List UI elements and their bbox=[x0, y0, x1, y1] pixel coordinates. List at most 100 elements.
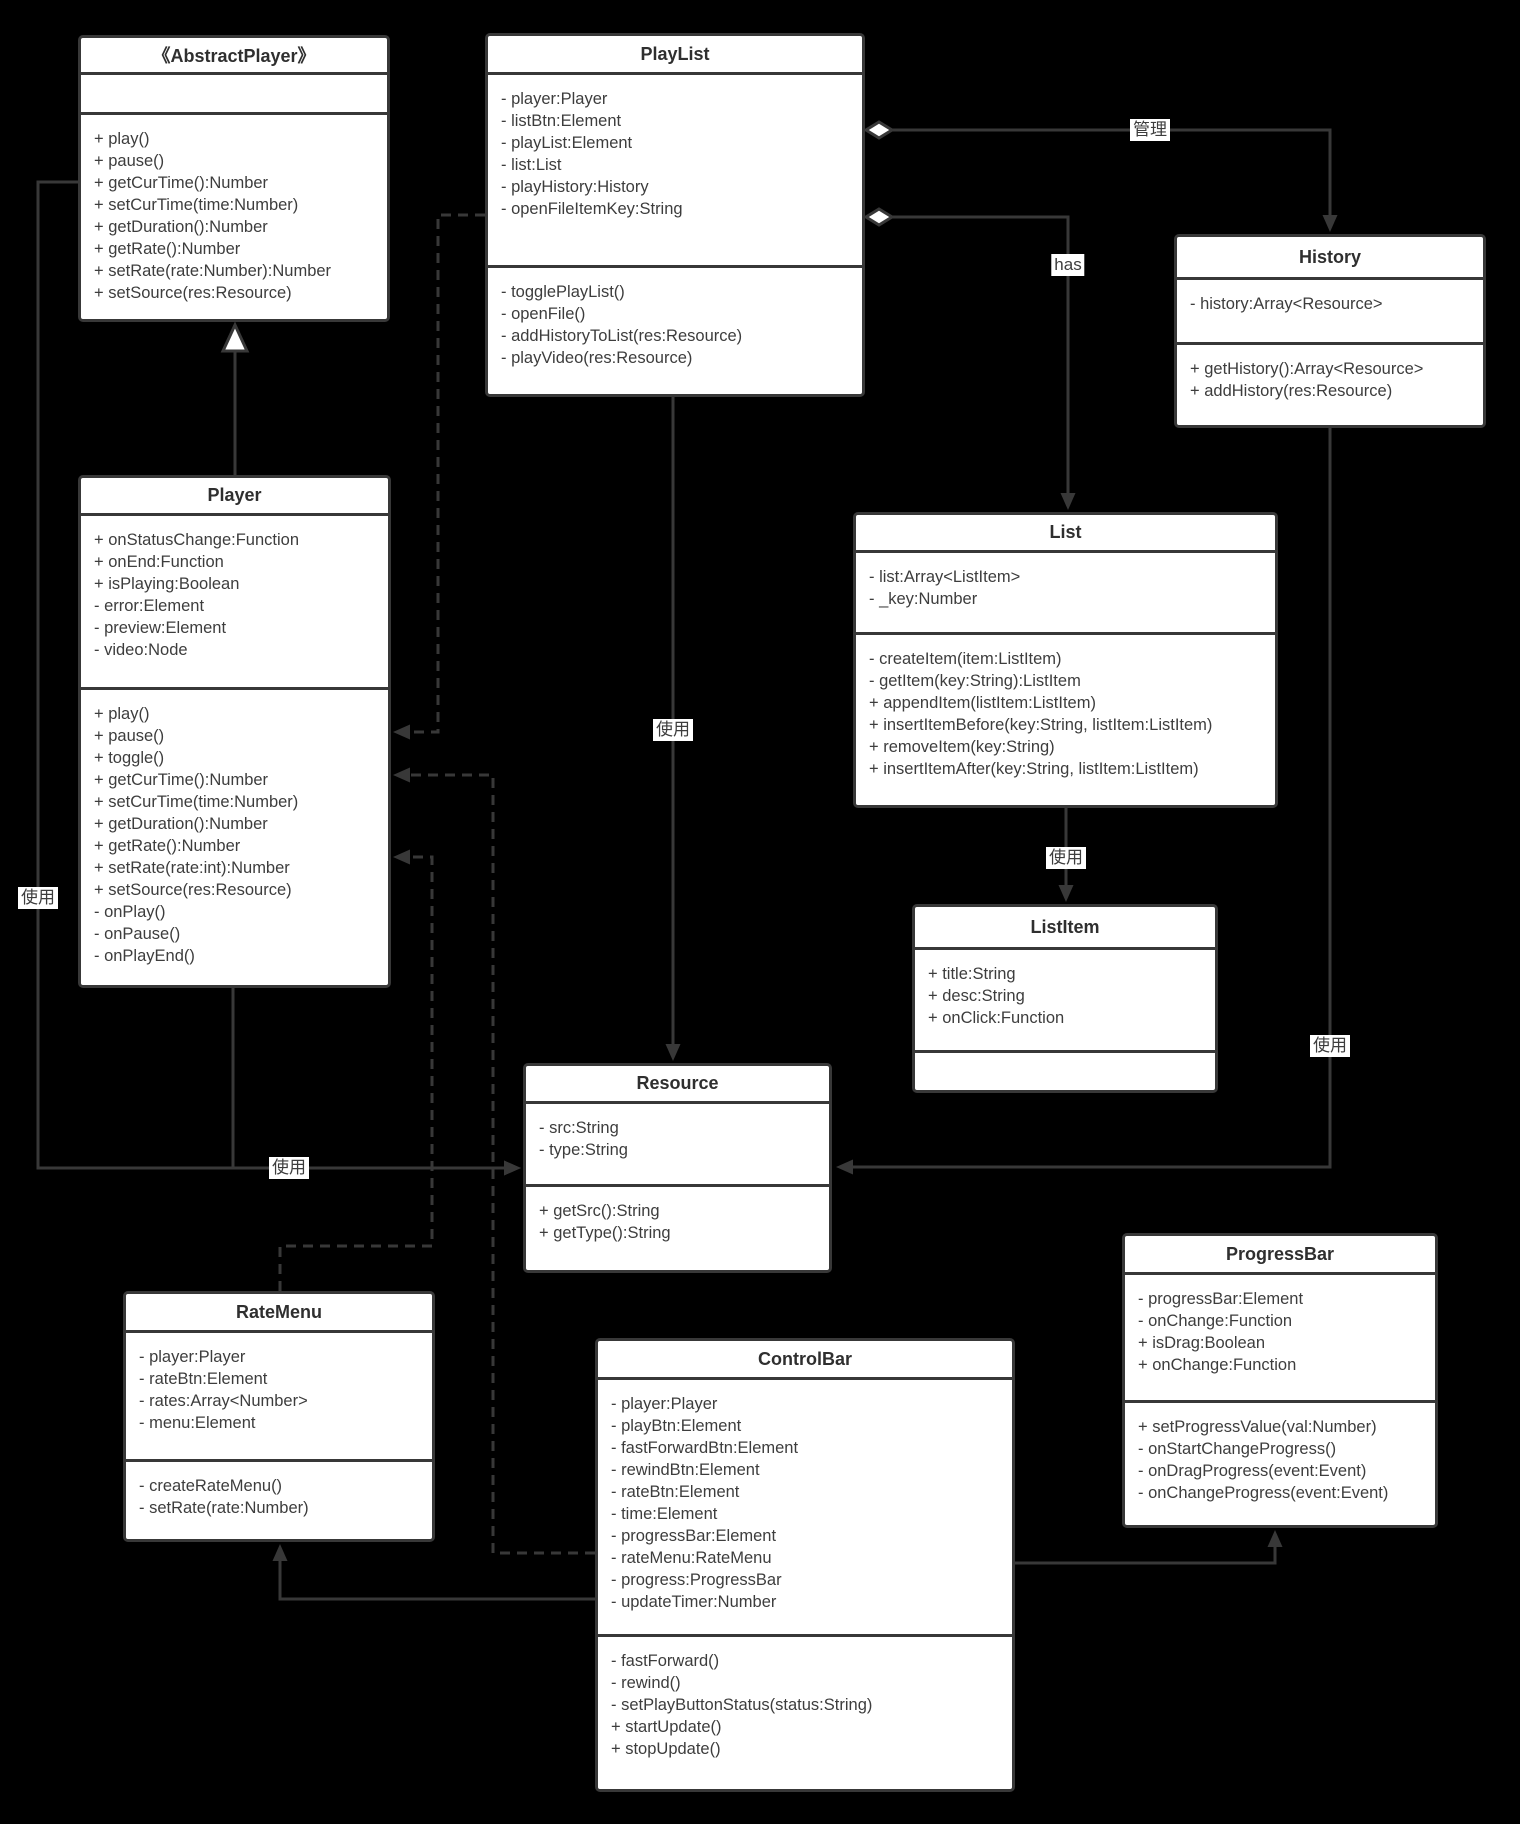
method-row: + getDuration():Number bbox=[94, 815, 268, 833]
method-section-list: - createItem(item:ListItem) - getItem(key… bbox=[856, 632, 1275, 796]
edge-label-history-uses-resource: 使用 bbox=[1310, 1035, 1350, 1057]
attribute-row: - player:Player bbox=[611, 1395, 718, 1413]
class-abstract-player[interactable]: 《AbstractPlayer》 + play() + pause() + getCu… bbox=[78, 35, 390, 322]
method-row: - onChangeProgress(event:Event) bbox=[1138, 1484, 1389, 1502]
attribute-row: - time:Element bbox=[611, 1505, 718, 1523]
attribute-row: - player:Player bbox=[501, 90, 608, 108]
class-ratemenu[interactable]: RateMenu- player:Player- rateBtn:Element… bbox=[123, 1291, 435, 1542]
class-list[interactable]: List- list:Array<ListItem>- _key:Number-… bbox=[853, 512, 1278, 808]
class-title-playlist: PlayList bbox=[640, 43, 710, 64]
class-player[interactable]: Player + onStatusChange:Function + onEnd:F… bbox=[78, 475, 391, 988]
attribute-row: - listBtn:Element bbox=[501, 112, 622, 130]
attribute-row: + onStatusChange:Function bbox=[94, 531, 300, 549]
class-resource[interactable]: Resource- src:String- type:String+ getSr… bbox=[523, 1063, 832, 1273]
attribute-row: + isDrag:Boolean bbox=[1138, 1334, 1266, 1352]
attribute-row: - history:Array<Resource> bbox=[1190, 295, 1383, 313]
arrowhead-icon bbox=[1267, 1530, 1283, 1547]
edge-line bbox=[890, 128, 1332, 220]
class-title-controlbar: ControlBar bbox=[758, 1348, 852, 1369]
method-row: + getHistory():Array<Resource> bbox=[1190, 360, 1424, 378]
attribute-row: - player:Player bbox=[139, 1348, 246, 1366]
method-row: - onStartChangeProgress() bbox=[1138, 1440, 1337, 1458]
method-section-abstract-player: + play() + pause() + getCurTime():Number + … bbox=[81, 112, 387, 310]
class-controlbar[interactable]: ControlBar - player:Player - playBtn:Eleme… bbox=[595, 1338, 1015, 1792]
class-history[interactable]: History- history:Array<Resource>+ getHis… bbox=[1174, 234, 1486, 428]
attribute-row: - type:String bbox=[539, 1141, 628, 1159]
attribute-row: - updateTimer:Number bbox=[611, 1593, 777, 1611]
class-title-ratemenu: RateMenu bbox=[235, 1301, 322, 1322]
attribute-row: - rateMenu:RateMenu bbox=[611, 1549, 772, 1567]
attribute-row: - list:List bbox=[501, 156, 562, 174]
method-row: - setPlayButtonStatus(status:String) bbox=[611, 1696, 873, 1714]
method-section-listitem bbox=[915, 1050, 1215, 1081]
class-title-listitem: ListItem bbox=[1030, 916, 1100, 937]
arrowhead-icon bbox=[393, 724, 410, 740]
attribute-row: - rewindBtn:Element bbox=[611, 1461, 760, 1479]
attribute-row: - _key:Number bbox=[869, 590, 978, 608]
method-row: + pause() bbox=[94, 727, 165, 745]
class-listitem[interactable]: ListItem+ title:String+ desc:String+ onC… bbox=[912, 904, 1218, 1093]
method-row: - createRateMenu() bbox=[139, 1477, 283, 1495]
attribute-row: - progressBar:Element bbox=[611, 1527, 777, 1545]
method-row: + pause() bbox=[94, 152, 165, 170]
method-row: - onPlayEnd() bbox=[94, 947, 195, 965]
method-section-playlist: - togglePlayList()- openFile()- addHisto… bbox=[488, 265, 862, 385]
attribute-row: - playList:Element bbox=[501, 134, 633, 152]
edge-label-abstractplayer-uses-resource: 使用 bbox=[18, 887, 58, 909]
method-row: + getType():String bbox=[539, 1224, 671, 1242]
attribute-row: - rateBtn:Element bbox=[611, 1483, 740, 1501]
method-row: + setRate(rate:Number):Number bbox=[94, 262, 332, 280]
attribute-section-progressbar: - progressBar:Element- onChange:Function… bbox=[1125, 1272, 1435, 1400]
attribute-section-abstract-player bbox=[81, 72, 387, 112]
class-title-player: Player bbox=[207, 485, 262, 505]
method-row: - setRate(rate:Number) bbox=[139, 1499, 309, 1517]
attribute-row: - progressBar:Element bbox=[1138, 1290, 1304, 1308]
method-row: + getCurTime():Number bbox=[94, 174, 269, 192]
attribute-row: - playBtn:Element bbox=[611, 1417, 742, 1435]
method-row: - createItem(item:ListItem) bbox=[869, 650, 1062, 668]
method-row: + setSource(res:Resource) bbox=[94, 881, 292, 899]
attribute-row: + onClick:Function bbox=[928, 1009, 1065, 1027]
method-row: + play() bbox=[94, 705, 150, 723]
method-row: + removeItem(key:String) bbox=[869, 738, 1055, 756]
method-row: - getItem(key:String):ListItem bbox=[869, 672, 1081, 690]
arrowhead-icon bbox=[272, 1544, 288, 1561]
aggregation-diamond-icon bbox=[863, 207, 895, 227]
edge-line bbox=[405, 213, 485, 734]
method-row: - onDragProgress(event:Event) bbox=[1138, 1462, 1367, 1480]
method-row: + getRate():Number bbox=[94, 240, 241, 258]
attribute-row: - preview:Element bbox=[94, 619, 227, 637]
edge-label-playlist-uses-resource: 使用 bbox=[653, 719, 693, 741]
class-title-abstract-player: 《AbstractPlayer》 bbox=[152, 46, 316, 66]
method-row: + insertItemAfter(key:String, listItem:L… bbox=[869, 760, 1199, 778]
arrowhead-icon bbox=[393, 849, 410, 865]
edge-playlist-has-list bbox=[863, 207, 1076, 510]
edge-player-uses-resource bbox=[231, 988, 521, 1176]
method-section-history: + getHistory():Array<Resource> + addHisto… bbox=[1177, 342, 1483, 416]
arrowhead-icon bbox=[836, 1159, 853, 1175]
arrowhead-icon bbox=[665, 1044, 681, 1061]
method-row: - addHistoryToList(res:Resource) bbox=[501, 327, 743, 345]
arrowhead-icon bbox=[1322, 215, 1338, 232]
arrowhead-icon bbox=[504, 1160, 521, 1176]
method-row: - rewind() bbox=[611, 1674, 681, 1692]
attribute-row: + title:String bbox=[928, 965, 1016, 983]
method-section-player: + play()+ pause()+ toggle()+ getCurTime(… bbox=[81, 687, 388, 976]
class-title-resource: Resource bbox=[636, 1073, 719, 1093]
method-row: + setRate(rate:int):Number bbox=[94, 859, 290, 877]
attribute-row: + onEnd:Function bbox=[94, 553, 224, 571]
attribute-row: - list:Array<ListItem> bbox=[869, 568, 1021, 586]
method-row: - fastForward() bbox=[611, 1652, 720, 1670]
attribute-section-history: - history:Array<Resource> bbox=[1177, 277, 1483, 342]
attribute-section-playlist: - player:Player - listBtn:Element - playLi… bbox=[488, 72, 862, 265]
class-progressbar[interactable]: ProgressBar- progressBar:Element- onChan… bbox=[1122, 1233, 1438, 1528]
edge-controlbar-uses-progressbar bbox=[1015, 1530, 1283, 1565]
method-row: - onPause() bbox=[94, 925, 181, 943]
edge-label-playlist-manages-history: 管理 bbox=[1130, 119, 1170, 141]
method-row: + play() bbox=[94, 130, 150, 148]
method-row: + startUpdate() bbox=[611, 1718, 722, 1736]
method-row: + addHistory(res:Resource) bbox=[1190, 382, 1393, 400]
class-playlist[interactable]: PlayList - player:Player - listBtn:Element… bbox=[485, 33, 865, 397]
edge-line bbox=[1015, 1542, 1277, 1565]
